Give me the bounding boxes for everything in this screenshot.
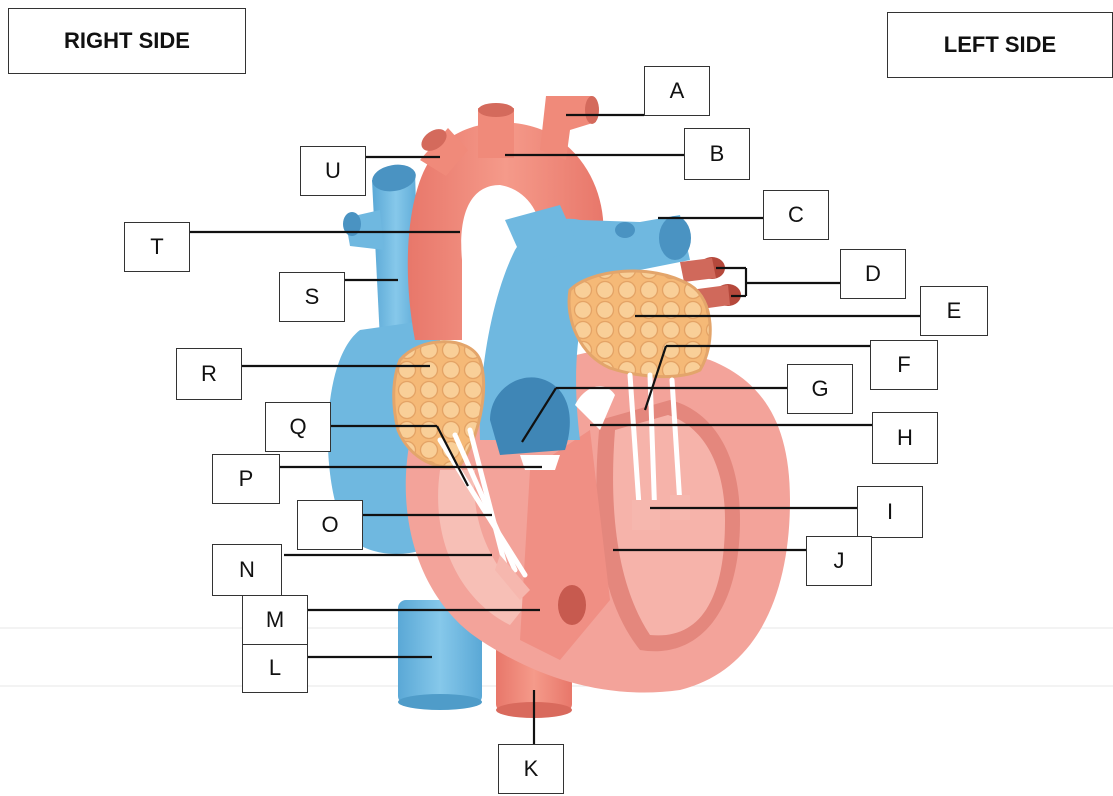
label-box-j: J [806,536,872,586]
label-box-r: R [176,348,242,400]
label-box-o: O [297,500,363,550]
label-m: M [266,607,284,633]
label-box-q: Q [265,402,331,452]
right-valve-tissue [394,342,484,467]
label-f: F [897,352,910,378]
label-p: P [239,466,254,492]
label-t: T [150,234,163,260]
label-box-l: L [242,643,308,693]
label-box-e: E [920,286,988,336]
label-r: R [201,361,217,387]
label-box-d: D [840,249,906,299]
label-e: E [947,298,962,324]
label-q: Q [289,414,306,440]
label-box-a: A [644,66,710,116]
label-l: L [269,655,281,681]
label-box-c: C [763,190,829,240]
label-box-g: G [787,364,853,414]
label-j: J [834,548,845,574]
label-box-n: N [212,544,282,596]
label-box-k: K [498,744,564,794]
label-g: G [811,376,828,402]
label-k: K [524,756,539,782]
label-o: O [321,512,338,538]
label-box-b: B [684,128,750,180]
label-i: I [887,499,893,525]
label-d: D [865,261,881,287]
label-u: U [325,158,341,184]
label-box-f: F [870,340,938,390]
label-s: S [305,284,320,310]
label-box-p: P [212,454,280,504]
label-box-h: H [872,412,938,464]
label-box-s: S [279,272,345,322]
label-c: C [788,202,804,228]
label-n: N [239,557,255,583]
label-box-t: T [124,222,190,272]
label-h: H [897,425,913,451]
label-box-m: M [242,595,308,645]
label-box-u: U [300,146,366,196]
label-a: A [670,78,685,104]
label-box-i: I [857,486,923,538]
label-b: B [710,141,725,167]
